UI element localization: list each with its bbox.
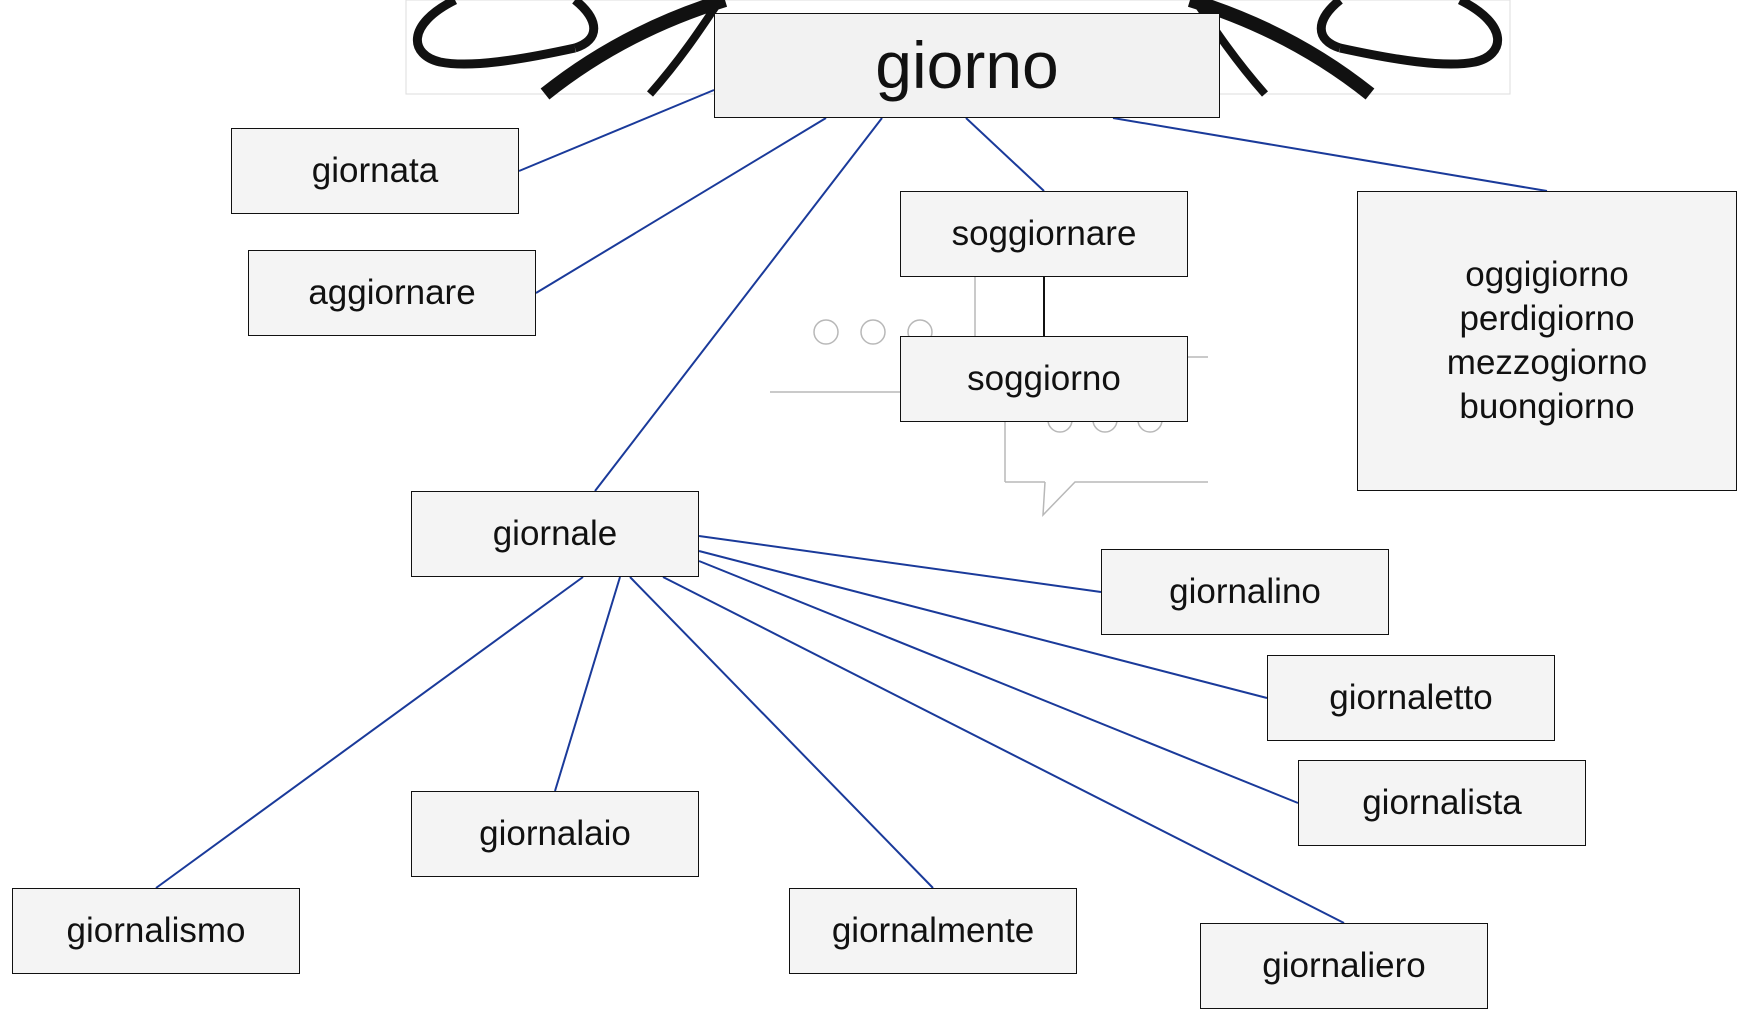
node-aggiornare: aggiornare [248,250,536,336]
edge-giornale-giornalmente [629,576,934,889]
edge-giornale-giornalino [698,535,1102,593]
edge-giornale-giornalaio [554,576,621,792]
node-giornaliero-label: giornaliero [1262,945,1426,985]
edge-giorno-giornata [518,89,715,172]
node-giornalismo-label: giornalismo [66,910,246,950]
node-compounds-line-4: buongiorno [1459,387,1635,426]
node-compounds-line-2: perdigiorno [1459,299,1635,338]
edge-giorno-soggiornare [965,117,1045,192]
node-giornale: giornale [411,491,699,577]
node-soggiorno: soggiorno [900,336,1188,422]
node-giorno-root-label: giorno [875,27,1059,102]
edge-giornale-giornalista [698,560,1299,804]
edge-giornale-giornaliero [662,576,1345,924]
node-giornalista-label: giornalista [1362,782,1522,822]
edge-giorno-aggiornare [535,117,827,294]
node-aggiornare-label: aggiornare [308,272,476,312]
node-compounds-line-1: oggigiorno [1465,255,1629,294]
node-giornalino-label: giornalino [1169,571,1321,611]
node-soggiornare: soggiornare [900,191,1188,277]
node-giornalismo: giornalismo [12,888,300,974]
node-giornaletto-label: giornaletto [1329,677,1493,717]
edge-giorno-giornale [594,117,883,492]
node-giornaletto: giornaletto [1267,655,1555,741]
node-giornalmente-label: giornalmente [831,910,1035,950]
node-soggiorno-label: soggiorno [967,358,1121,398]
node-giornalino: giornalino [1101,549,1389,635]
node-giornata-label: giornata [311,150,439,190]
node-giorno-root: giorno [714,13,1220,118]
edge-giorno-compounds [1112,117,1548,192]
node-giornaliero: giornaliero [1200,923,1488,1009]
node-giornalaio: giornalaio [411,791,699,877]
node-compounds-line-3: mezzogiorno [1446,343,1648,382]
node-giornalmente: giornalmente [789,888,1077,974]
node-giornalista: giornalista [1298,760,1586,846]
node-giornale-label: giornale [492,513,618,553]
edge-giornale-giornaletto [698,550,1268,699]
node-giornalaio-label: giornalaio [479,813,631,853]
node-compounds: oggigiorno perdigiorno mezzogiorno buong… [1357,191,1737,491]
node-giornata: giornata [231,128,519,214]
edge-giornale-giornalismo [155,576,584,889]
node-soggiornare-label: soggiornare [951,213,1137,253]
